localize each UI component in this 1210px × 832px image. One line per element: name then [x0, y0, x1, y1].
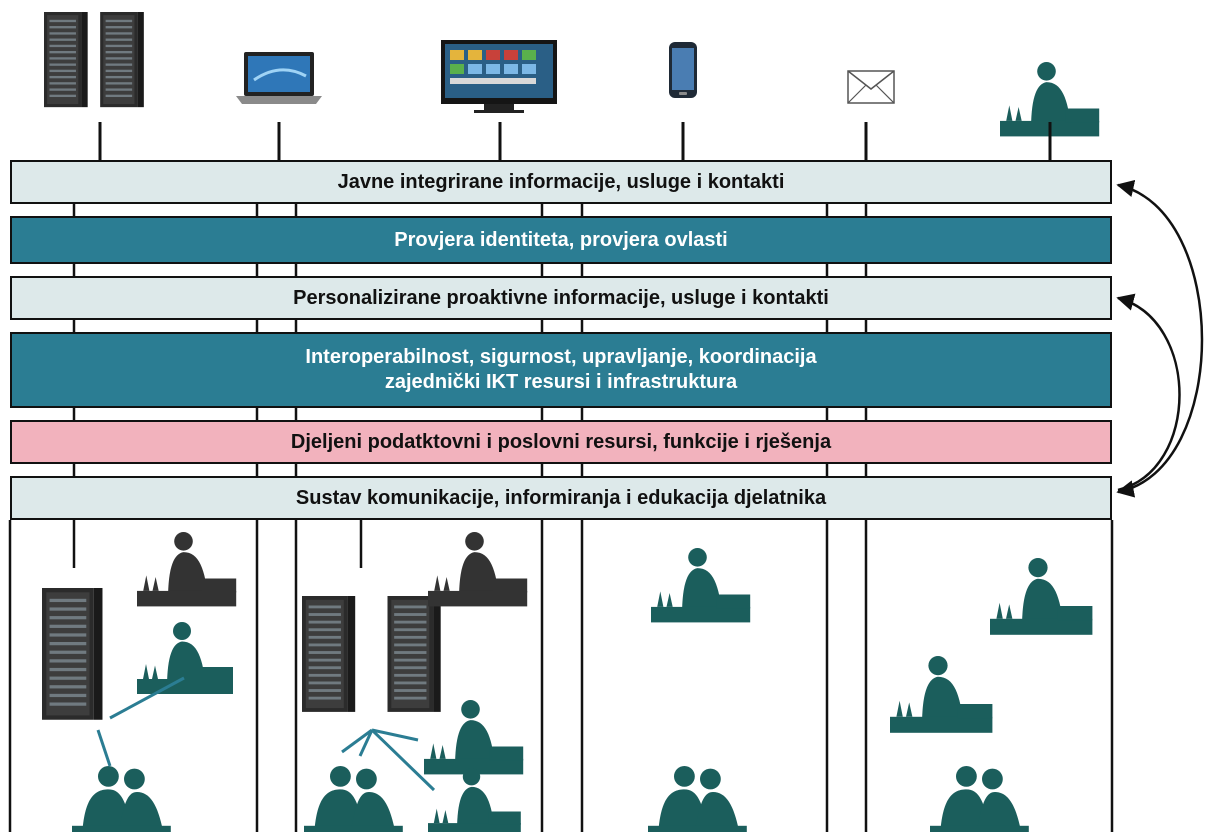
- smart-tv-icon: [441, 40, 557, 113]
- layer-staff-communication: Sustav komunikacije, informiranja i eduk…: [10, 476, 1112, 520]
- layer-label: Personalizirane proaktivne informacije, …: [293, 286, 829, 309]
- network-links: [341, 728, 436, 792]
- layer-label-line1: Interoperabilnost, sigurnost, upravljanj…: [305, 346, 817, 368]
- server-icon: [42, 588, 103, 720]
- people-group-icon: [72, 766, 171, 832]
- layer-interoperability: Interoperabilnost, sigurnost, upravljanj…: [10, 332, 1112, 408]
- layer-label: Provjera identiteta, provjera ovlasti: [394, 228, 728, 251]
- layer-personalized-info: Personalizirane proaktivne informacije, …: [10, 276, 1112, 320]
- layer-identity-verification: Provjera identiteta, provjera ovlasti: [10, 216, 1112, 264]
- person-at-desk-icon: [890, 656, 993, 733]
- person-at-desk-icon: [428, 532, 528, 607]
- people-group-icon: [930, 766, 1029, 832]
- smartphone-icon: [669, 42, 697, 98]
- person-at-desk-icon: [990, 558, 1093, 635]
- envelope-icon: [847, 70, 895, 104]
- back-office-columns: [8, 520, 1114, 832]
- server-icon: [302, 596, 441, 712]
- layer-public-integrated-info: Javne integrirane informacije, usluge i …: [10, 160, 1112, 204]
- layer-shared-resources: Djeljeni podatktovni i poslovni resursi,…: [10, 420, 1112, 464]
- layer-ticks: [72, 204, 868, 476]
- people-group-icon: [304, 766, 403, 832]
- person-at-desk-icon: [137, 622, 233, 694]
- layer-label: Djeljeni podatktovni i poslovni resursi,…: [290, 430, 832, 453]
- person-at-desk-icon: [651, 548, 751, 623]
- people-group-icon: [648, 766, 747, 832]
- servers-icon: [44, 12, 144, 108]
- layer-label: Javne integrirane informacije, usluge i …: [337, 170, 785, 193]
- layer-label-line2: zajednički IKT resursi i infrastruktura: [384, 371, 738, 393]
- person-at-desk-icon: [137, 532, 237, 607]
- laptop-icon: [236, 52, 322, 104]
- layer-label: Sustav komunikacije, informiranja i eduk…: [295, 486, 827, 509]
- network-links: [96, 676, 185, 767]
- channel-connectors: [98, 122, 1052, 160]
- person-at-desk-icon: [428, 768, 521, 832]
- feedback-arrows: [1116, 179, 1204, 498]
